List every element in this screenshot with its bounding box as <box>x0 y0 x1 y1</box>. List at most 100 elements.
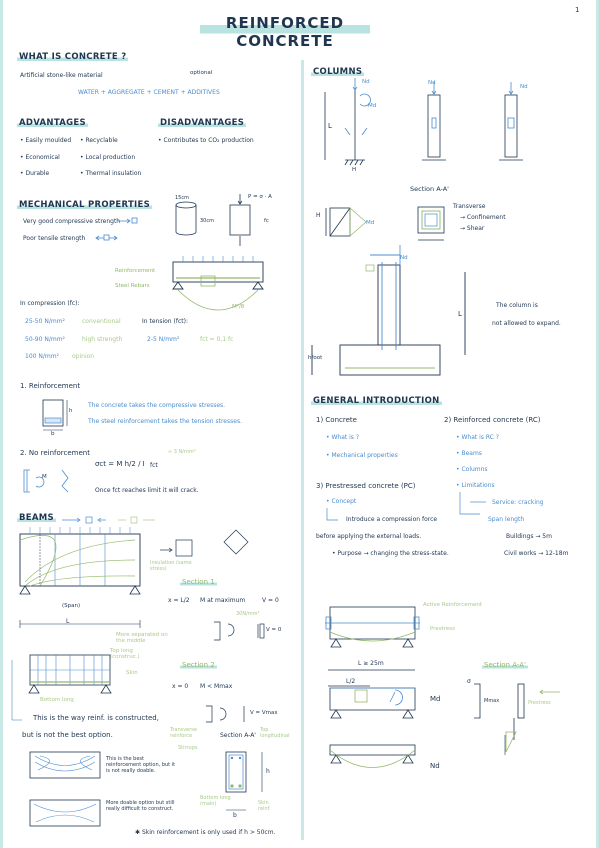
moment-m-label: M <box>42 474 47 480</box>
cylinder-diameter: 15cm <box>175 195 189 201</box>
pc-introduce: Introduce a compression force <box>346 516 438 523</box>
comp-value: 100 N/mm² <box>25 353 59 360</box>
tension-rule: fct = 0,1 fc <box>200 336 234 343</box>
compressive-strength: Very good compressive strength <box>23 218 121 225</box>
pc-concept: • Concept <box>326 498 357 505</box>
section-1-v-label: V = 0 <box>266 627 282 633</box>
pc-topic-title: 3) Prestressed concrete (PC) <box>316 482 416 490</box>
optional-label: optional <box>190 70 213 76</box>
comp-class: conventional <box>82 318 121 325</box>
civil-limit: Civil works → 12-18m <box>504 550 569 557</box>
general-heading: GENERAL INTRODUCTION <box>311 396 442 406</box>
concrete-formula: WATER + AGGREGATE + CEMENT + ADDITIVES <box>78 89 220 96</box>
page-title: REINFORCED CONCRETE <box>200 14 370 50</box>
skin-label: Skin <box>126 670 138 676</box>
stress-formula: σct = M h/2 / I <box>95 460 145 468</box>
bottom-long-main-label: Bottom long (main) <box>200 795 231 807</box>
tension-heading: In tension (fct): <box>142 318 188 325</box>
tension-value: 2-5 N/mm² <box>147 336 180 343</box>
prestress-md-label: Md <box>430 695 441 703</box>
concrete-topic-title: 1) Concrete <box>316 416 357 424</box>
beam-section-h: h <box>266 768 270 775</box>
beams-heading: BEAMS <box>17 513 56 523</box>
advantage-item: • Recyclable <box>80 137 118 144</box>
columns-heading: COLUMNS <box>311 67 365 77</box>
prestress-label: Prestress <box>430 626 456 632</box>
page-margin-right <box>596 0 599 848</box>
compression-heading: In compression (fc): <box>20 300 80 307</box>
reinf-compressive: The concrete takes the compressive stres… <box>88 402 226 409</box>
comp-class: high strength <box>82 336 123 343</box>
rc-topic-item: • Beams <box>456 450 482 457</box>
rc-topic-item: • What is RC ? <box>456 434 499 441</box>
concrete-topic-item: • What is ? <box>326 434 360 441</box>
page-number: 1 <box>575 6 580 14</box>
section-1-x: x = L/2 <box>168 597 190 604</box>
reinf-tensile: The steel reinforcement takes the tensio… <box>88 418 242 425</box>
rc-topic-item: • Limitations <box>456 482 495 489</box>
span-label: (Span) <box>62 603 81 609</box>
skin-footnote: ✱ Skin reinforcement is only used if h >… <box>135 829 276 836</box>
steel-label: Steel Rebars <box>115 283 150 289</box>
disadvantages-heading: DISADVANTAGES <box>158 118 247 128</box>
span-length-label: L ≥ 25m <box>358 660 384 667</box>
way-constructed-note: This is the way reinf. is constructed, <box>33 714 159 722</box>
span-limit: Span length <box>488 516 525 523</box>
pc-before: before applying the external loads. <box>316 533 422 540</box>
moment-label: M²/8 <box>232 304 245 310</box>
confinement-label: → Confinement <box>460 214 506 221</box>
rc-topic-item: • Columns <box>456 466 488 473</box>
prestress-nd-label: Nd <box>430 762 440 770</box>
foundation-l-label: L <box>458 310 462 318</box>
pc-purpose: • Purpose → changing the stress-state. <box>332 550 449 557</box>
insulation-note: Insulation (same stress) <box>150 560 192 572</box>
concrete-definition: Artificial stone-like material <box>20 72 103 79</box>
fct-note: ≈ 3 N/mm² <box>168 449 196 455</box>
span-l-label: L <box>66 618 70 625</box>
column-divider <box>301 60 304 840</box>
section-2-title: Section 2 <box>180 661 217 669</box>
reinf-b-label: b <box>51 431 55 437</box>
mmax-label: Mmax <box>484 698 500 704</box>
column-l-label: L <box>328 122 332 130</box>
advantage-item: • Easily moulded <box>20 137 72 144</box>
concrete-topic-item: • Mechanical properties <box>326 452 398 459</box>
active-reinf-label: Active Reinforcement <box>423 602 482 608</box>
section-1-moment: M at maximum <box>200 597 246 604</box>
section-1-v: V = 0 <box>262 597 279 604</box>
skin-reinf-label: Skin reinf. <box>258 800 271 812</box>
stirrups-label: Stirrups <box>178 745 198 751</box>
more-separated-note: More separated on the middle <box>116 632 168 644</box>
reinforcement-label: Reinforcement <box>115 268 156 274</box>
column-md-label: Md <box>368 103 377 109</box>
rc-topic-title: 2) Reinforced concrete (RC) <box>444 416 541 424</box>
column-h-label: H <box>352 167 357 173</box>
page-margin-left <box>0 0 3 848</box>
bottom-long-label: Bottom long <box>40 697 74 703</box>
service-limit: Service: cracking <box>492 499 544 506</box>
column-nd-label-2: Nd <box>428 80 436 86</box>
best-option-note: This is the best reinforcement option, b… <box>106 756 176 774</box>
no-reinforcement-heading: 2. No reinforcement <box>20 449 90 457</box>
section-1-stress: 30N/mm² <box>236 611 260 617</box>
cylinder-height: 30cm <box>200 218 214 224</box>
comp-value: 50-90 N/mm² <box>25 336 65 343</box>
column-section-md: Md <box>366 220 375 226</box>
doable-option-note: More doable option but still really diff… <box>106 800 175 812</box>
reinforcement-heading: 1. Reinforcement <box>20 382 81 390</box>
column-section-aa-title: Section A-A' <box>410 185 449 193</box>
not-best-note: but is not the best option. <box>22 731 113 739</box>
section-1-title: Section 1 <box>180 578 217 586</box>
top-long-label: Top long (construc.) <box>110 648 140 660</box>
tensile-strength: Poor tensile strength <box>23 235 86 242</box>
advantage-item: • Local production <box>80 154 136 161</box>
section-2-moment: M < Mmax <box>200 683 233 690</box>
advantages-heading: ADVANTAGES <box>17 118 88 128</box>
prestress-section-title: Section A-A' <box>482 661 528 669</box>
